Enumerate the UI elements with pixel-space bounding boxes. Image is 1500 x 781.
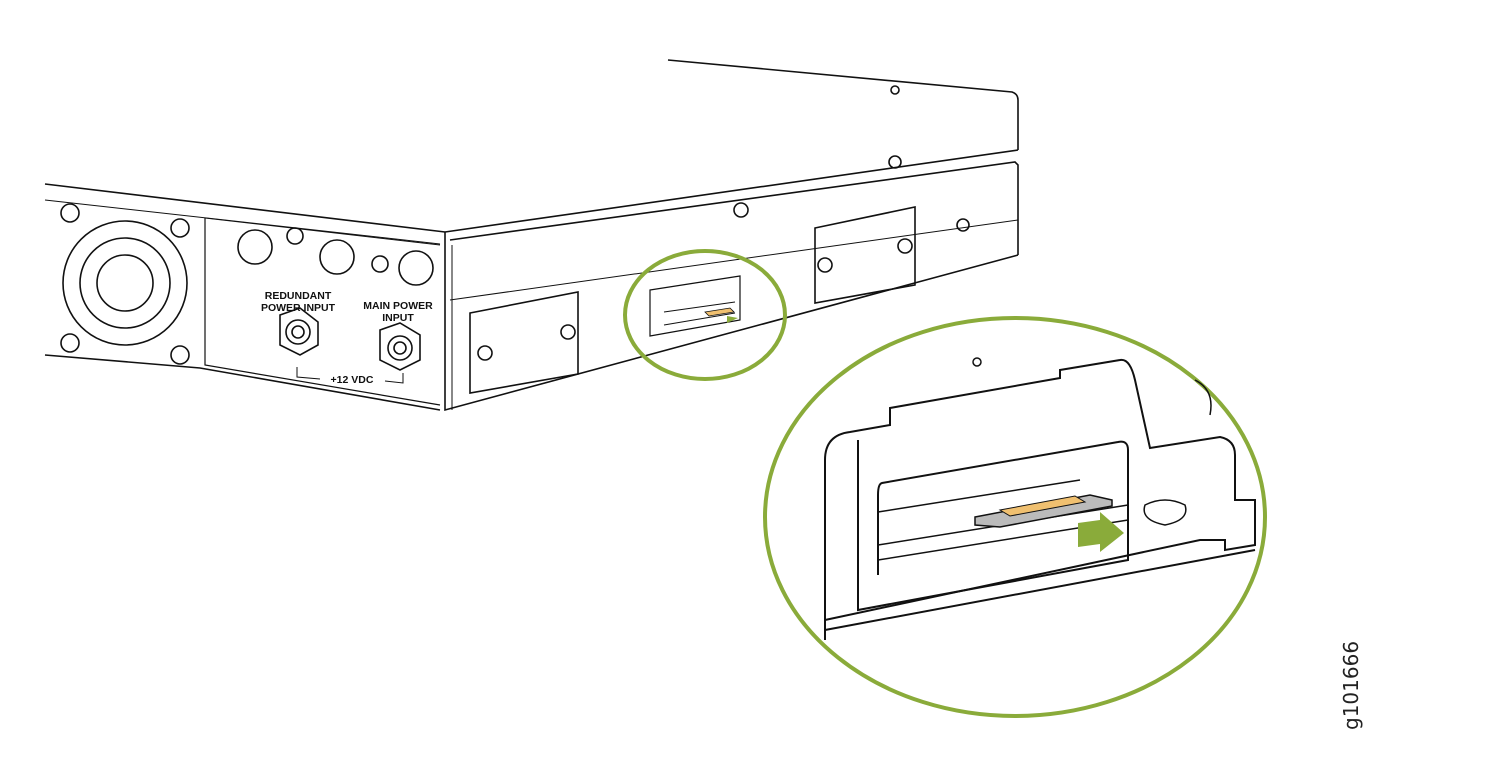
screws xyxy=(60,85,970,365)
callout-magnified-circle xyxy=(763,316,1267,718)
figure-id: g101666 xyxy=(1339,641,1363,730)
sim-card-contacts xyxy=(998,495,1087,517)
main-power-label-line2: INPUT xyxy=(382,312,414,324)
arrow-right-icon xyxy=(1078,512,1124,552)
fan-grille xyxy=(62,220,188,346)
redundant-label-line1: REDUNDANT xyxy=(265,290,332,302)
chassis xyxy=(44,59,1019,412)
callout-small-circle xyxy=(623,249,787,381)
voltage-label: +12 VDC xyxy=(331,374,374,386)
main-power-connector xyxy=(379,322,421,371)
magnified-slot xyxy=(824,357,1256,640)
redundant-label-line2: POWER INPUT xyxy=(261,302,336,314)
main-power-label-line1: MAIN POWER xyxy=(363,300,433,312)
redundant-power-connector xyxy=(279,307,319,356)
